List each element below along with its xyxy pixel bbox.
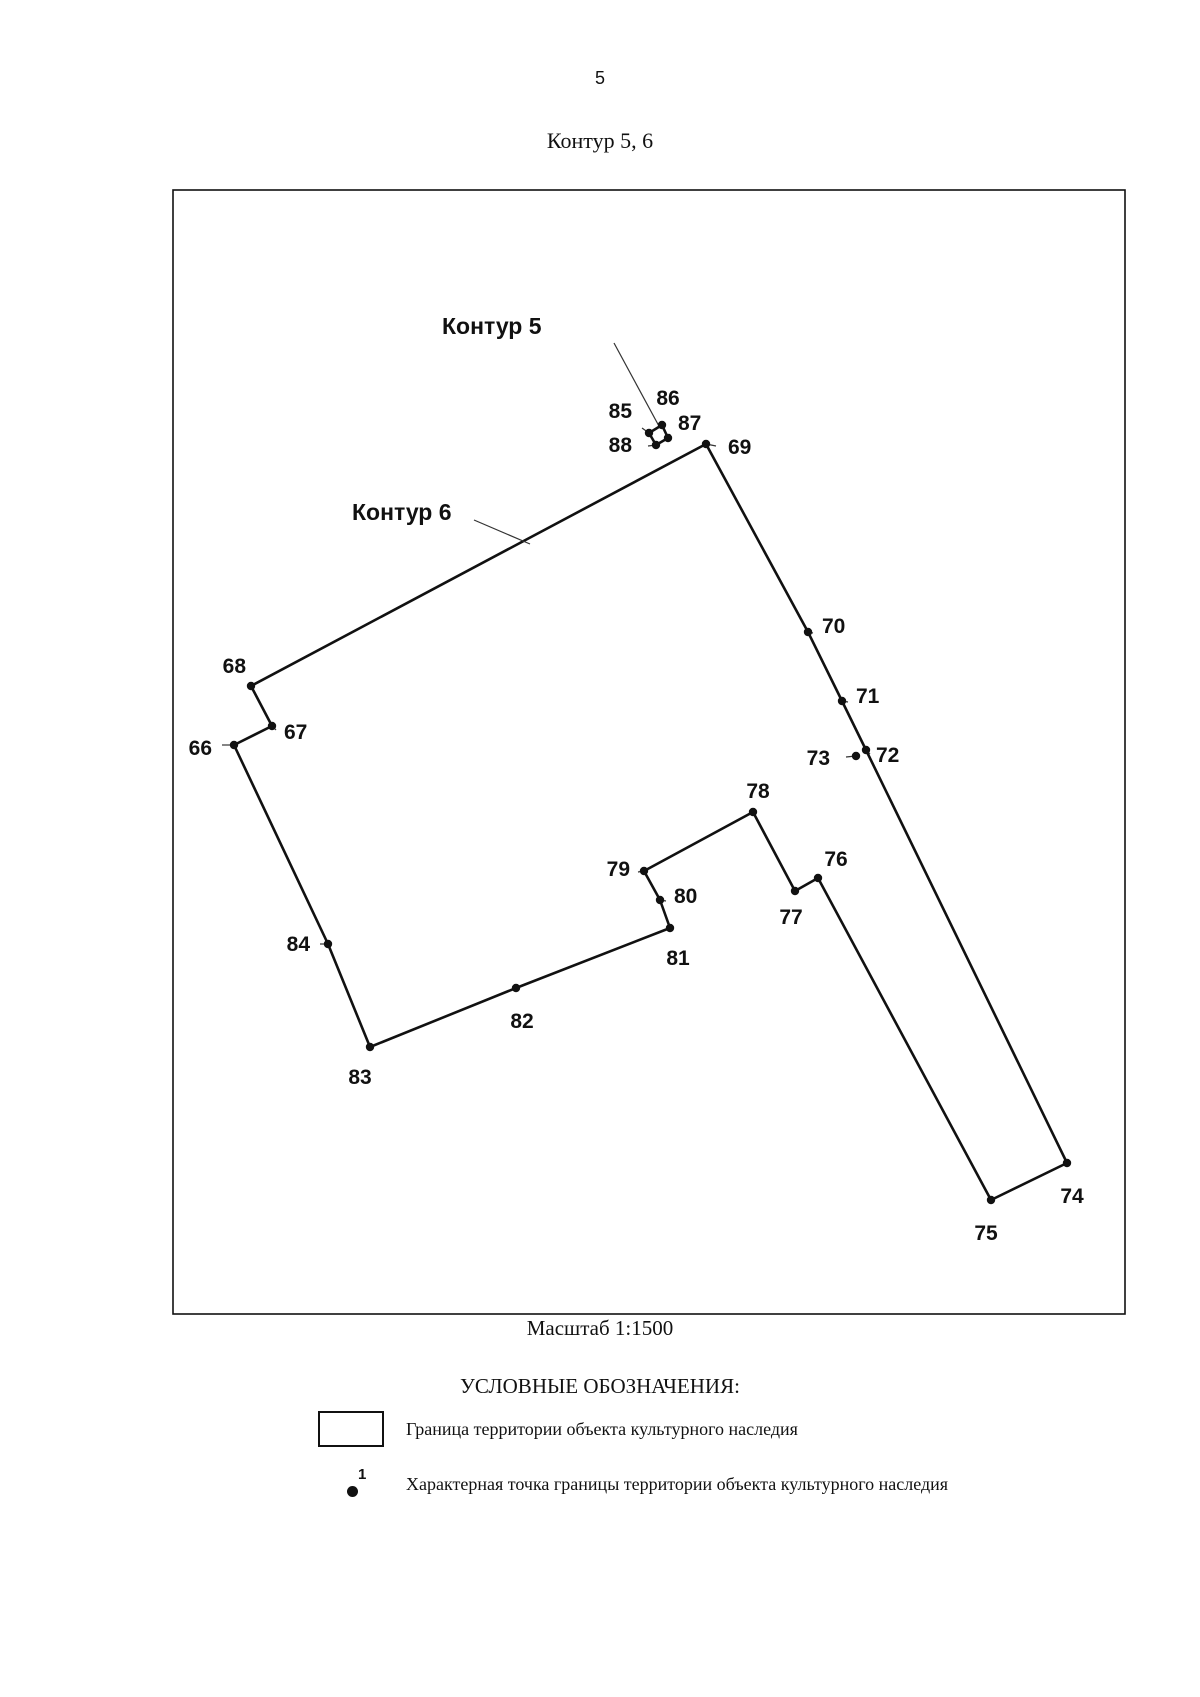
point-label-86: 86 (656, 387, 679, 410)
point-label-66: 66 (189, 737, 212, 760)
boundary-point-73 (851, 751, 861, 761)
legend-title: УСЛОВНЫЕ ОБОЗНАЧЕНИЯ: (460, 1374, 740, 1398)
contour-label-leader (473, 519, 531, 545)
point-marker-label: 1 (358, 1466, 367, 1483)
point-label-77: 77 (779, 906, 802, 929)
boundary-point-87 (663, 433, 673, 443)
point-label-70: 70 (822, 615, 845, 638)
point-label-80: 80 (674, 885, 697, 908)
point-label-73: 73 (807, 747, 830, 770)
boundary-point-77 (790, 886, 800, 896)
point-label-75: 75 (974, 1222, 998, 1245)
point-label-71: 71 (856, 685, 880, 708)
boundary-point-78 (748, 807, 758, 817)
boundary-point-66 (229, 740, 239, 750)
boundary-symbol-icon (318, 1411, 384, 1447)
point-label-74: 74 (1060, 1185, 1084, 1208)
boundary-point-81 (665, 923, 675, 933)
boundary-point-72 (861, 745, 871, 755)
legend-text-point: Характерная точка границы территории объ… (406, 1474, 949, 1494)
point-label-85: 85 (609, 400, 633, 423)
boundary-point-74 (1062, 1158, 1072, 1168)
boundary-point-67 (267, 721, 277, 731)
boundary-point-71 (837, 696, 847, 706)
scale-label: Масштаб 1:1500 (526, 1316, 674, 1340)
page-title: Контур 5, 6 (546, 128, 654, 153)
boundary-point-80 (655, 895, 665, 905)
contour-label: Контур 5 (442, 313, 542, 339)
point-label-67: 67 (284, 721, 307, 744)
boundary-point-83 (365, 1042, 375, 1052)
contour-label: Контур 6 (352, 499, 452, 525)
point-label-87: 87 (678, 412, 701, 435)
map-layer: Контур 5 Контур 6 66 67 68 69 70 71 72 73 74 75 76 77… (189, 313, 1084, 1245)
point-label-84: 84 (287, 933, 311, 956)
boundary-point-76 (813, 873, 823, 883)
point-label-79: 79 (607, 858, 630, 881)
point-label-78: 78 (746, 780, 770, 803)
point-label-81: 81 (666, 947, 690, 970)
boundary-point-84 (323, 939, 333, 949)
point-label-83: 83 (348, 1066, 371, 1089)
boundary-point-70 (803, 627, 813, 637)
boundary-point-69 (701, 439, 711, 449)
boundary-point-68 (246, 681, 256, 691)
point-label-72: 72 (876, 744, 899, 767)
map-frame (172, 189, 1126, 1315)
page-number: 5 (594, 68, 605, 88)
boundary-point-75 (986, 1195, 996, 1205)
boundary-point-88 (651, 440, 661, 450)
legend-text-boundary: Граница территории объекта культурного н… (406, 1419, 798, 1439)
boundary-point-82 (511, 983, 521, 993)
boundary-point-86 (657, 420, 667, 430)
point-label-82: 82 (510, 1010, 533, 1033)
contour-label-leader (613, 342, 661, 429)
point-label-69: 69 (728, 436, 751, 459)
point-label-68: 68 (223, 655, 247, 678)
point-marker-icon: 1 (344, 1466, 374, 1506)
point-label-88: 88 (609, 434, 633, 457)
boundary-point-79 (639, 866, 649, 876)
point-label-76: 76 (824, 848, 847, 871)
boundary-point-85 (644, 428, 654, 438)
